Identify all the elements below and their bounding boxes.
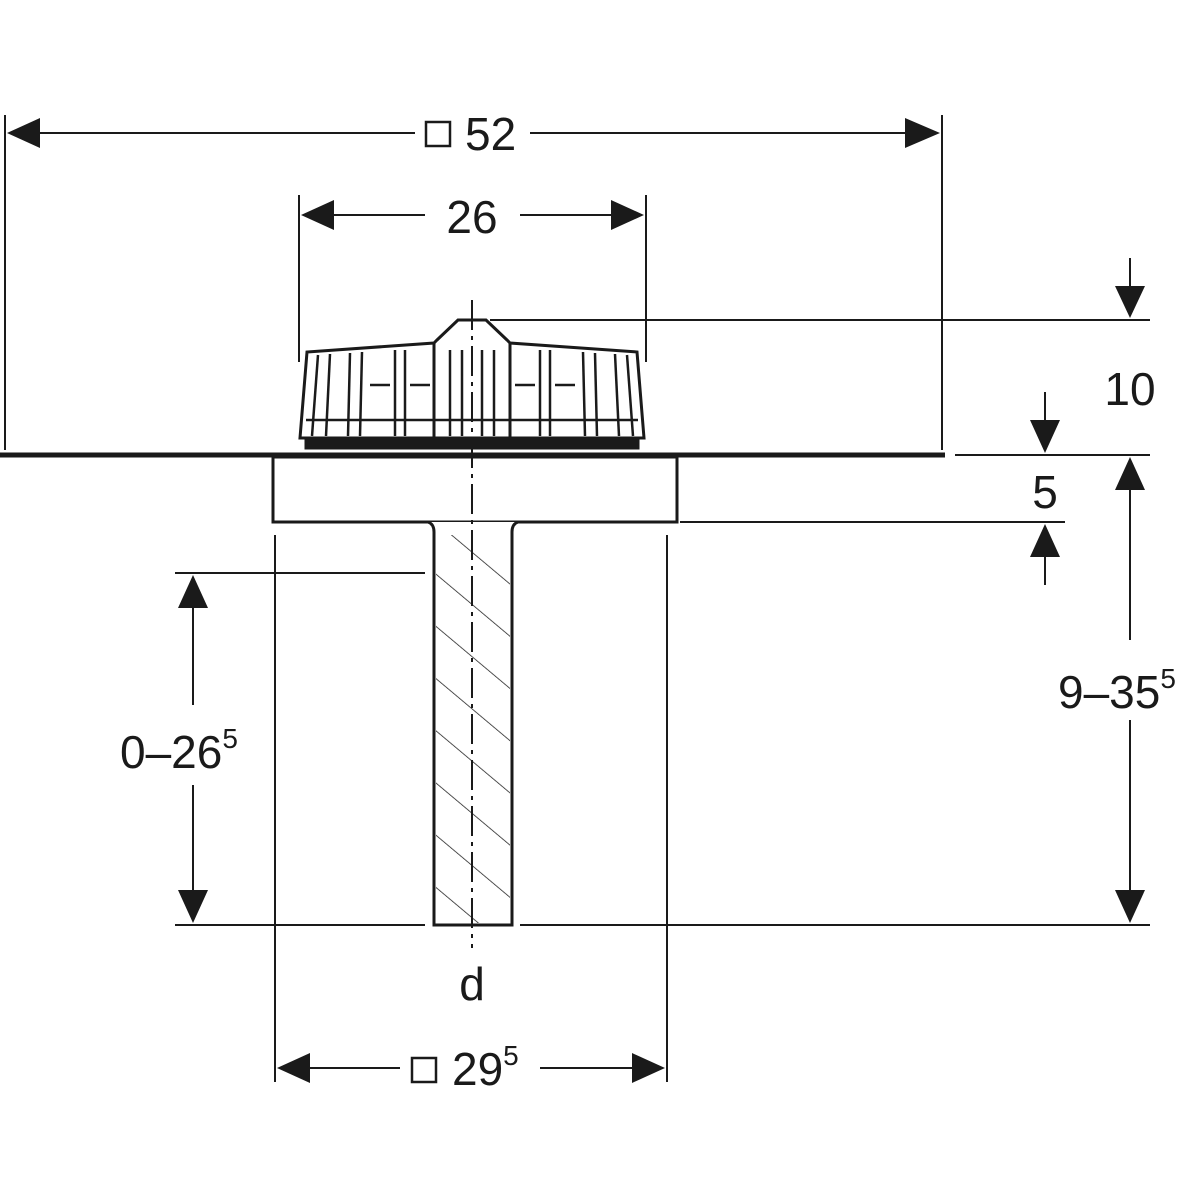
arrow-down-icon [178, 890, 208, 923]
dome-width-label: 26 [446, 191, 497, 243]
dimension-total-depth: 9–355 [520, 457, 1176, 926]
arrow-left-icon [301, 200, 334, 230]
square-symbol-icon [410, 1056, 438, 1084]
arrow-down-icon [1115, 286, 1145, 318]
arrow-down-icon [1115, 890, 1145, 923]
pipe-length-label: 0–265 [120, 723, 238, 778]
arrow-up-icon [178, 575, 208, 608]
flange-width-label: 295 [452, 1040, 519, 1095]
arrow-up-icon [1115, 457, 1145, 490]
dimension-flange-width: 295 [274, 535, 668, 1095]
arrow-right-icon [611, 200, 644, 230]
total-depth-label: 9–355 [1058, 663, 1176, 718]
square-symbol-icon [424, 120, 452, 148]
pipe-diameter-label: d [459, 958, 485, 1010]
arrow-left-icon [277, 1053, 310, 1083]
flange [271, 455, 679, 524]
arrow-down-icon [1030, 420, 1060, 453]
arrow-up-icon [1030, 524, 1060, 557]
flange-height-label: 5 [1032, 466, 1058, 518]
dimension-overall-width: 52 [4, 108, 943, 450]
arrow-left-icon [7, 118, 40, 148]
arrow-right-icon [905, 118, 940, 148]
dimension-flange-height: 5 [680, 392, 1150, 585]
dome-height-label: 10 [1104, 363, 1155, 415]
dimension-pipe-length: 0–265 [120, 572, 425, 926]
dimension-dome-height: 10 [490, 258, 1156, 415]
arrow-right-icon [632, 1053, 665, 1083]
overall-width-label: 52 [465, 108, 516, 160]
dimension-dome-width: 26 [298, 191, 647, 362]
